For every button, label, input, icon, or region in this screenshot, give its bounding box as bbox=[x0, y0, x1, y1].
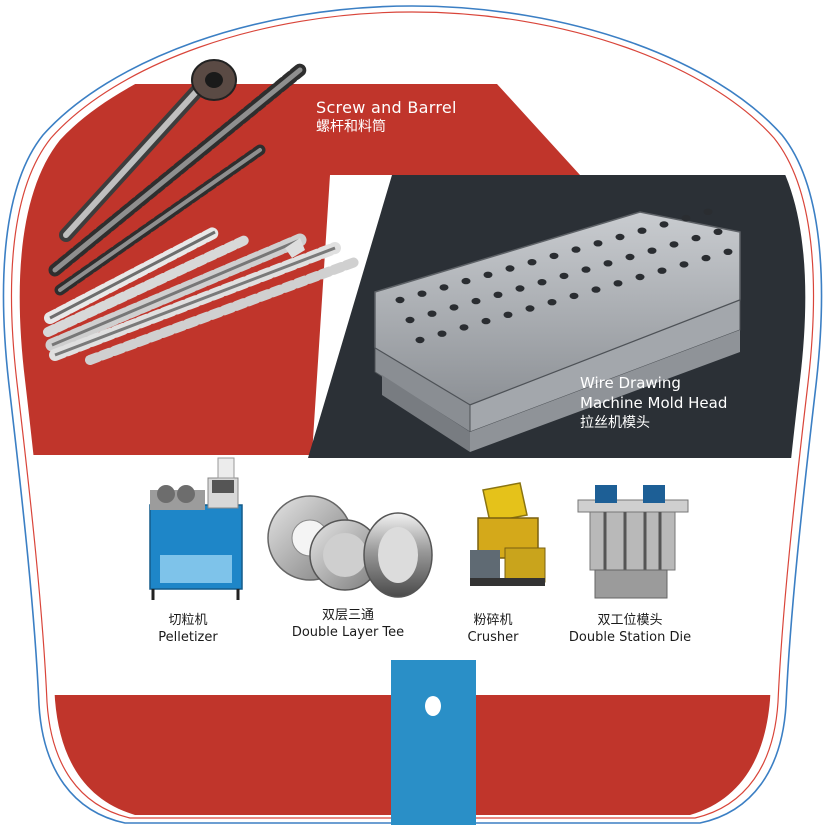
double-station-die-image bbox=[577, 485, 689, 599]
product-label-crusher: 粉碎机 Crusher bbox=[452, 612, 534, 646]
pelletizer-image bbox=[149, 457, 243, 600]
mold-head-title-line1: Wire Drawing bbox=[580, 374, 681, 392]
product-label-double-station-die: 双工位模头 Double Station Die bbox=[560, 612, 700, 646]
product-label-double-layer-tee: 双层三通 Double Layer Tee bbox=[278, 607, 418, 641]
product-label-cn: 切粒机 bbox=[168, 613, 208, 628]
product-label-cn: 双工位模头 bbox=[597, 613, 663, 628]
product-label-pelletizer: 切粒机 Pelletizer bbox=[140, 612, 236, 646]
mold-head-image bbox=[374, 211, 741, 452]
product-label-cn: 双层三通 bbox=[321, 608, 374, 623]
mold-head-holes bbox=[395, 208, 733, 344]
product-label-en: Double Layer Tee bbox=[291, 625, 405, 640]
product-label-en: Double Station Die bbox=[568, 630, 692, 645]
mold-head-title-cn: 拉丝机模头 bbox=[580, 415, 650, 431]
screw-barrel-title-en: Screw and Barrel bbox=[316, 98, 457, 117]
double-layer-tee-image bbox=[267, 495, 433, 598]
crusher-image bbox=[470, 482, 546, 586]
fan-handle bbox=[391, 660, 476, 825]
product-label-en: Pelletizer bbox=[158, 630, 218, 645]
mold-head-title-line2: Machine Mold Head bbox=[580, 394, 728, 412]
product-label-en: Crusher bbox=[467, 630, 519, 645]
screw-barrel-label: Screw and Barrel 螺杆和料筒 bbox=[316, 98, 457, 137]
mold-head-label: Wire Drawing Machine Mold Head 拉丝机模头 bbox=[580, 373, 727, 433]
screw-barrel-title-cn: 螺杆和料筒 bbox=[316, 119, 386, 135]
product-label-cn: 粉碎机 bbox=[473, 613, 513, 628]
screw-barrel-image bbox=[43, 59, 360, 365]
